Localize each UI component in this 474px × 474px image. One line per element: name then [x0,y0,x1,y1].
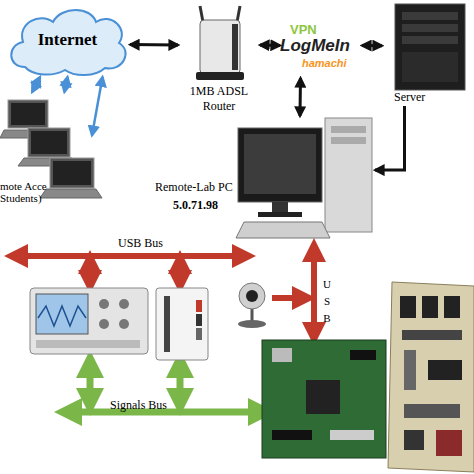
node-text: Internet [5,30,130,50]
signals-bus [68,364,262,412]
fpga-board [262,340,386,458]
remote-laptops: mote Acce Students) [0,92,92,216]
bus-label: USB [321,278,333,329]
server [395,4,465,90]
vpn-logo: VPNLogMeInhamachi [280,22,362,78]
node-text: VPN [290,22,330,37]
logic-analyzer [156,288,208,360]
internet-cloud: Internet [5,5,130,77]
server-device: Server [382,2,472,106]
network-arrow [92,77,103,135]
node-text: 5.0.71.98 [173,198,243,213]
bus-label: Signals Bus [110,398,190,413]
network-arrow [298,78,302,116]
node-text: LogMeIn [280,36,362,56]
bus-label: USB Bus [118,236,188,251]
network-arrow [260,44,280,47]
router [196,6,244,80]
webcam [238,283,266,328]
network-arrow [32,77,40,92]
node-text: 1MB ADSL Router [184,84,254,114]
network-arrow [64,77,67,92]
remote-lab-computer [236,118,372,238]
node-text: hamachi [302,57,362,69]
network-arrow [362,44,382,47]
network-arrow [130,43,178,46]
oscilloscope [30,288,148,354]
node-text: Remote-Lab PC [155,180,239,195]
network-arrow [375,106,405,170]
router-device: 1MB ADSL Router [178,4,260,112]
trainer-board [388,282,474,472]
remote-lab-pc: Remote-Lab PC 5.0.71.98 [155,116,375,248]
node-text: Server [394,90,454,105]
node-text: mote Acce Students) [0,180,60,204]
